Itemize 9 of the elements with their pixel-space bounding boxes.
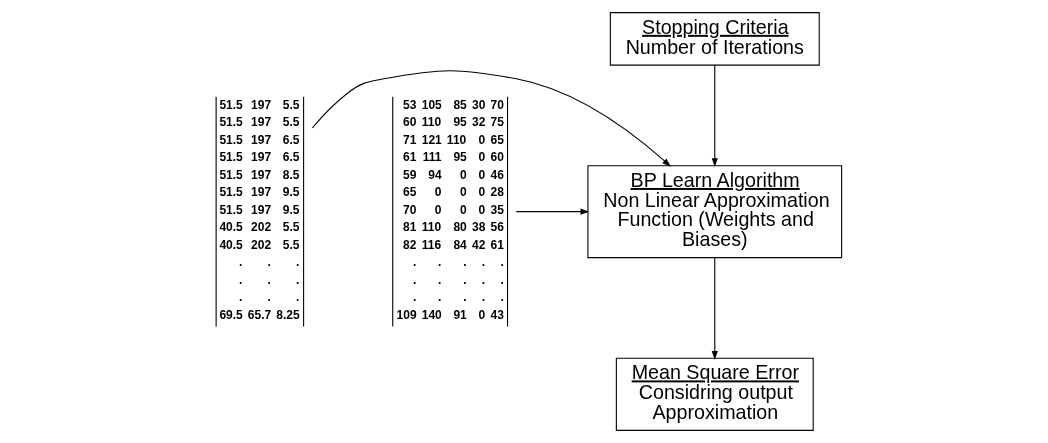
arrow bbox=[515, 208, 589, 215]
node-text: 51.5 197 5.5 51.5 197 5.5 51.5 197 6.5 51.5 197 6.5 51.5 197 8.5 51.5 197 9.5 51.5 197 9.5 40.5 202 5.5 40.5 202 5.5 . . . . . . . . . 69.5 65.7 8.25 bbox=[218, 97, 300, 322]
node-box: BP Learn Algorithm Non Linear Approximation Function (Weights and Biases) bbox=[586, 165, 842, 259]
arrow bbox=[311, 70, 671, 167]
node-text: 53 105 85 30 70 60 110 95 32 75 71 121 110 0 65 61 111 95 0 60 59 94 0 0 46 65 0 0 0 28 70 0 0 0 35 81 110 80 38 56 82 116 84 42 61 . . . . . . . . . . . . . . . 109 140 91 0 43 bbox=[396, 97, 504, 322]
node-box: Mean Square Error Considring output Approximation bbox=[615, 357, 814, 431]
node-box: Stopping Criteria Number of Iterations bbox=[609, 12, 820, 66]
arrow bbox=[711, 64, 718, 168]
arrow bbox=[711, 257, 718, 360]
